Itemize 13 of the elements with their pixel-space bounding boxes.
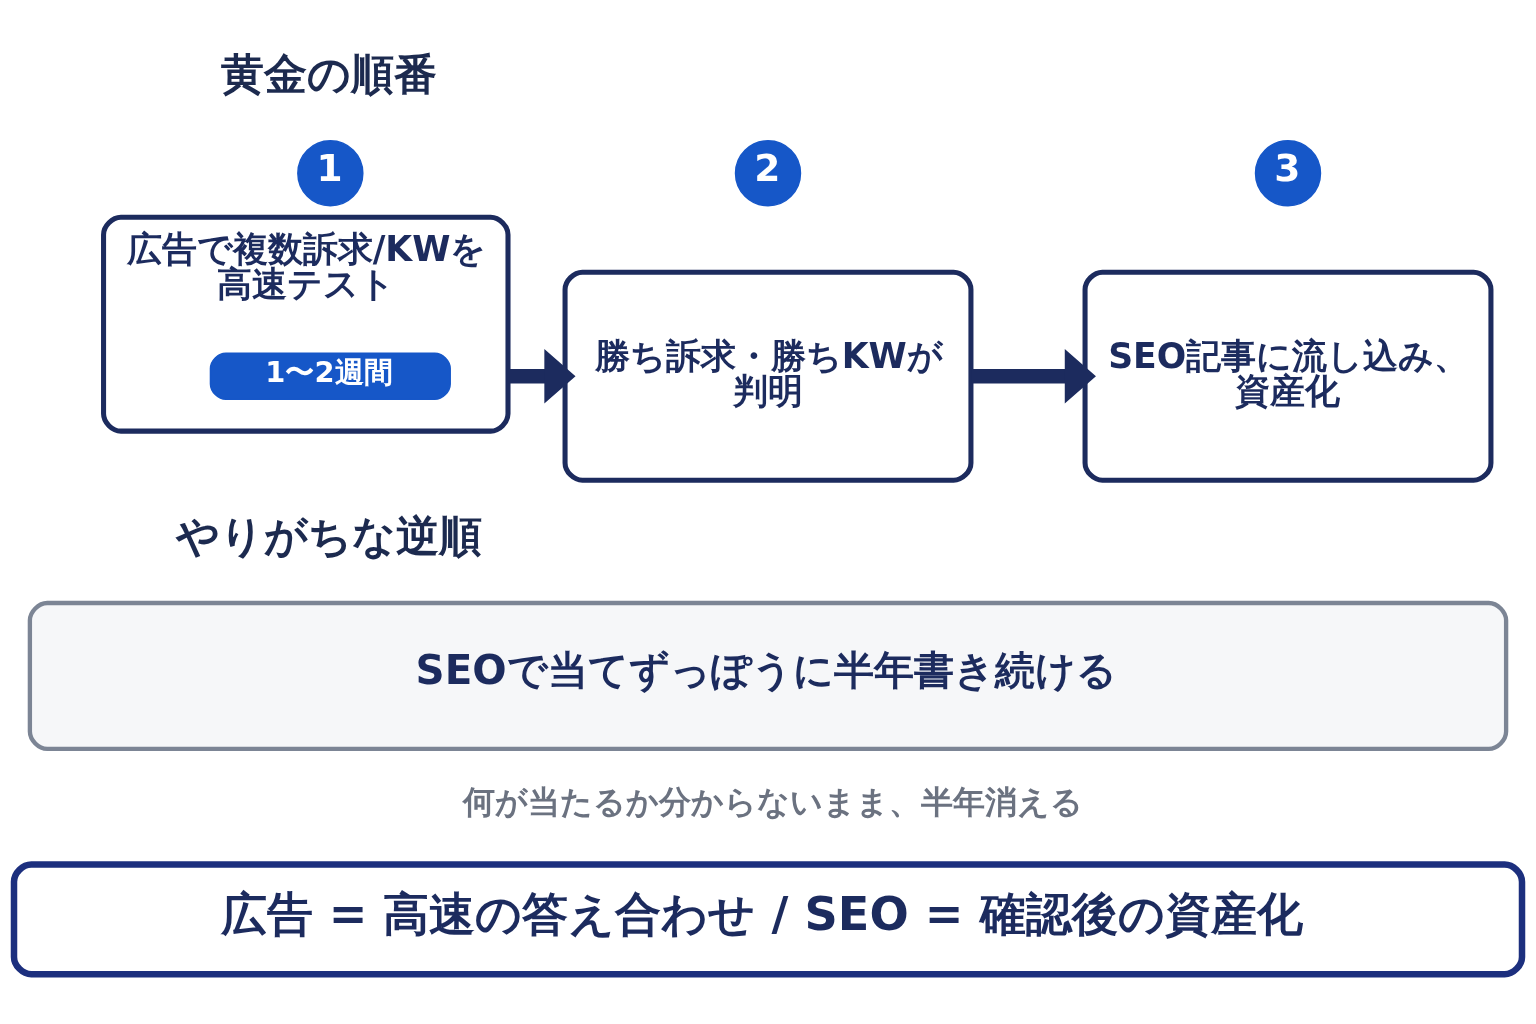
node-box: SEOで当てずっぽうに半年書き続ける [27,600,1509,752]
node-box: 勝ち訴求・勝ちKWが判明 [562,269,974,483]
node-box: 1〜2週間 [209,352,451,401]
label: 黄金の順番 [221,48,438,99]
node-circle: 3 [1254,140,1322,207]
label: 何が当たるか分からないまま、半年消える [462,784,1083,821]
node-box: SEO記事に流し込み、資産化 [1082,269,1494,483]
node-circle: 1 [297,140,364,207]
label: やりがちな逆順 [175,511,482,561]
arrow [971,348,1096,404]
node-circle: 2 [734,140,802,207]
node-box: 広告 = 高速の答え合わせ / SEO = 確認後の資産化 [10,861,1526,978]
arrow [508,348,576,404]
